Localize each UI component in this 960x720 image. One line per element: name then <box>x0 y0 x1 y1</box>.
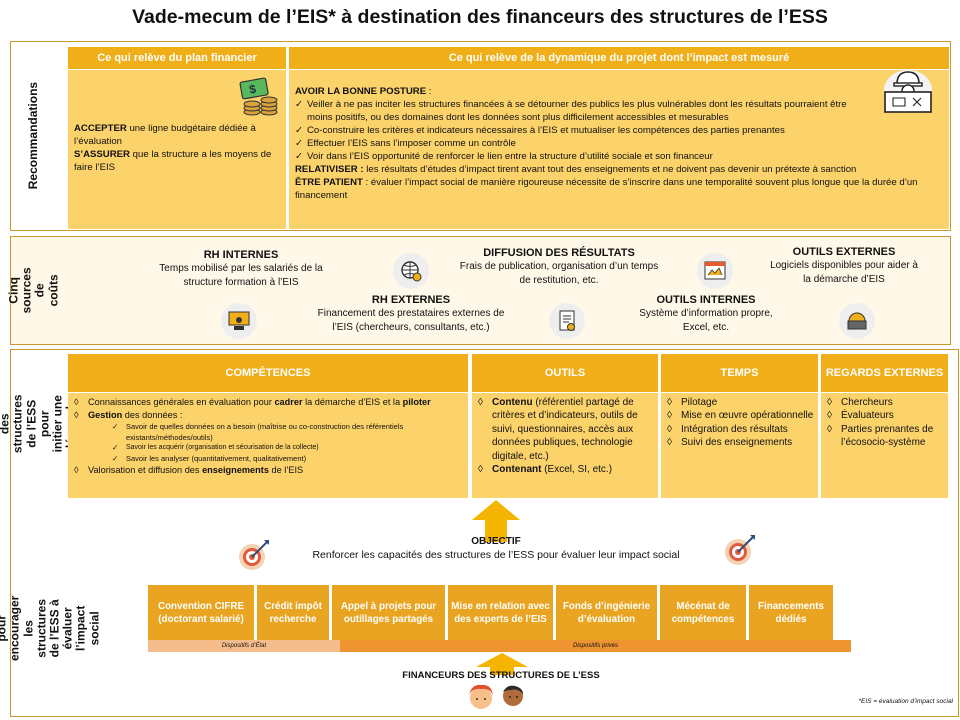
target-icon-left <box>237 538 273 572</box>
lever-fonds-ingenierie: Fonds d’ingénierie d’évaluation <box>556 585 657 640</box>
money-icon: $ <box>238 76 282 116</box>
accepter-line: ACCEPTER une ligne budgétaire dédiée à l… <box>74 123 256 147</box>
lever-credit-impot: Crédit impôt recherche <box>257 585 329 640</box>
posture-line: AVOIR LA BONNE POSTURE : <box>295 86 432 97</box>
lever-financements-dedies: Financements dédiés <box>749 585 833 640</box>
lever-mecenat: Mécénat de compétences <box>660 585 746 640</box>
comp-sub-3: ✓Savoir les analyser (quantitativement, … <box>112 453 307 463</box>
outils-box: ◊Contenu (référentiel partagé de critère… <box>472 393 658 498</box>
temps-item-3: ◊Intégration des résultats <box>667 423 788 435</box>
svg-text:$: $ <box>248 82 257 97</box>
recommendations-panel: Recommandations Ce qui relève du plan fi… <box>10 41 951 231</box>
recommendations-label: Recommandations <box>26 81 41 190</box>
regards-item-2: ◊Évaluateurs <box>827 410 894 422</box>
temps-text: ◊Pilotage ◊Mise en œuvre opérationnelle … <box>667 396 815 450</box>
outils-item-2: ◊Contenant (Excel, SI, etc.) <box>478 464 613 476</box>
regards-item-3: ◊Parties prenantes de l’écosocio-système <box>827 423 934 449</box>
dispositifs-prives-bar: Dispositifs privés <box>340 640 851 652</box>
outils-text: ◊Contenu (référentiel partagé de critère… <box>478 396 654 476</box>
header-regards-externes: REGARDS EXTERNES <box>821 354 948 392</box>
comp-item-3: ◊Valorisation et diffusion des enseignem… <box>74 465 304 475</box>
outils-internes: OUTILS INTERNES Système d’information pr… <box>639 294 773 333</box>
lever-mise-en-relation: Mise en relation avec des experts de l’E… <box>448 585 553 640</box>
temps-item-4: ◊Suivi des enseignements <box>667 437 793 449</box>
header-outils: OUTILS <box>472 354 658 392</box>
dynamique-projet-box: AVOIR LA BONNE POSTURE : ✓Veiller à ne p… <box>289 70 949 229</box>
header-dynamique-projet: Ce qui relève de la dynamique du projet … <box>289 47 949 69</box>
header-plan-financier: Ce qui relève du plan financier <box>68 47 286 69</box>
relativiser-line: RELATIVISER : les résultats d’études d’i… <box>295 164 857 175</box>
check-item-4: ✓Voir dans l’EIS opportunité de renforce… <box>295 151 713 162</box>
temps-box: ◊Pilotage ◊Mise en œuvre opérationnelle … <box>661 393 818 498</box>
presentation-icon <box>221 303 257 339</box>
costs-panel: Cinq sources de coûts RH INTERNES Temps … <box>6 236 951 345</box>
levers-label: Leviers pour encourager les structures d… <box>0 595 102 661</box>
outils-item-1: ◊Contenu (référentiel partagé de critère… <box>478 397 638 462</box>
target-icon-right <box>723 533 759 567</box>
comp-item-1: ◊Connaissances générales en évaluation p… <box>74 397 431 407</box>
browser-icon <box>697 253 733 289</box>
diffusion-resultats: DIFFUSION DES RÉSULTATS Frais de publica… <box>459 247 659 286</box>
up-arrow-icon <box>471 500 521 542</box>
header-competences: COMPÉTENCES <box>68 354 468 392</box>
levers-row: Convention CIFRE (doctorant salarié) Cré… <box>148 585 851 640</box>
temps-item-1: ◊Pilotage <box>667 397 718 408</box>
check-item-2: ✓Co-construire les critères et indicateu… <box>295 125 785 136</box>
comp-sub-2: ✓Savoir les acquérir (organisation et sé… <box>112 443 319 452</box>
rh-externes: RH EXTERNES Financement des prestataires… <box>317 294 505 333</box>
objectif-block: OBJECTIF Renforcer les capacités des str… <box>312 536 680 561</box>
bottom-up-arrow-icon <box>474 653 530 675</box>
needs-levers-panel: Besoins des structures de l’ESS pour ini… <box>0 349 959 717</box>
globe-icon <box>393 253 429 289</box>
document-icon <box>549 303 585 339</box>
dispositifs-etat-bar: Dispositifs d’État <box>148 640 340 652</box>
financeurs-label: FINANCEURS DES STRUCTURES DE L’ESS <box>402 670 600 681</box>
comp-item-2: ◊Gestion des données : <box>74 410 183 420</box>
check-item-3: ✓Effectuer l’EIS sans l’imposer comme un… <box>295 138 516 149</box>
page-title: Vade-mecum de l’EIS* à destination des f… <box>132 6 828 28</box>
comp-sub-list: ✓Savoir de quelles données on a besoin (… <box>74 422 464 464</box>
regards-box: ◊Chercheurs ◊Évaluateurs ◊Parties prenan… <box>821 393 948 498</box>
dynamique-text: AVOIR LA BONNE POSTURE : ✓Veiller à ne p… <box>295 85 945 202</box>
footnote: *EIS = évaluation d’impact social <box>858 698 953 705</box>
regards-item-1: ◊Chercheurs <box>827 397 893 408</box>
outils-externes: OUTILS EXTERNES Logiciels disponibles po… <box>770 246 918 285</box>
competences-text: ◊Connaissances générales en évaluation p… <box>74 396 464 477</box>
needs-label: Besoins des structures de l’ESS pour ini… <box>0 394 91 454</box>
plan-financier-text: ACCEPTER une ligne budgétaire dédiée à l… <box>74 122 284 174</box>
temps-item-2: ◊Mise en œuvre opérationnelle <box>667 410 814 422</box>
lever-cifre: Convention CIFRE (doctorant salarié) <box>148 585 254 640</box>
plan-financier-box: $ ACCEPTER une ligne budgétaire dédiée à… <box>68 70 286 229</box>
lever-appel-projets: Appel à projets pour outillages partagés <box>332 585 445 640</box>
engineer-icon <box>873 70 943 114</box>
patient-line: ÊTRE PATIENT : évaluer l’impact social d… <box>295 177 918 201</box>
rh-internes: RH INTERNES Temps mobilisé par les salar… <box>159 249 323 288</box>
regards-text: ◊Chercheurs ◊Évaluateurs ◊Parties prenan… <box>827 396 945 450</box>
header-temps: TEMPS <box>661 354 818 392</box>
check-item-1: ✓Veiller à ne pas inciter les structures… <box>295 99 847 123</box>
people-icon <box>463 682 533 716</box>
briefcase-icon <box>839 303 875 339</box>
assurer-line: S’ASSURER que la structure a les moyens … <box>74 149 272 173</box>
costs-label: Cinq sources de coûts <box>6 266 61 314</box>
comp-sub-1: ✓Savoir de quelles données on a besoin (… <box>112 422 404 442</box>
competences-box: ◊Connaissances générales en évaluation p… <box>68 393 468 498</box>
